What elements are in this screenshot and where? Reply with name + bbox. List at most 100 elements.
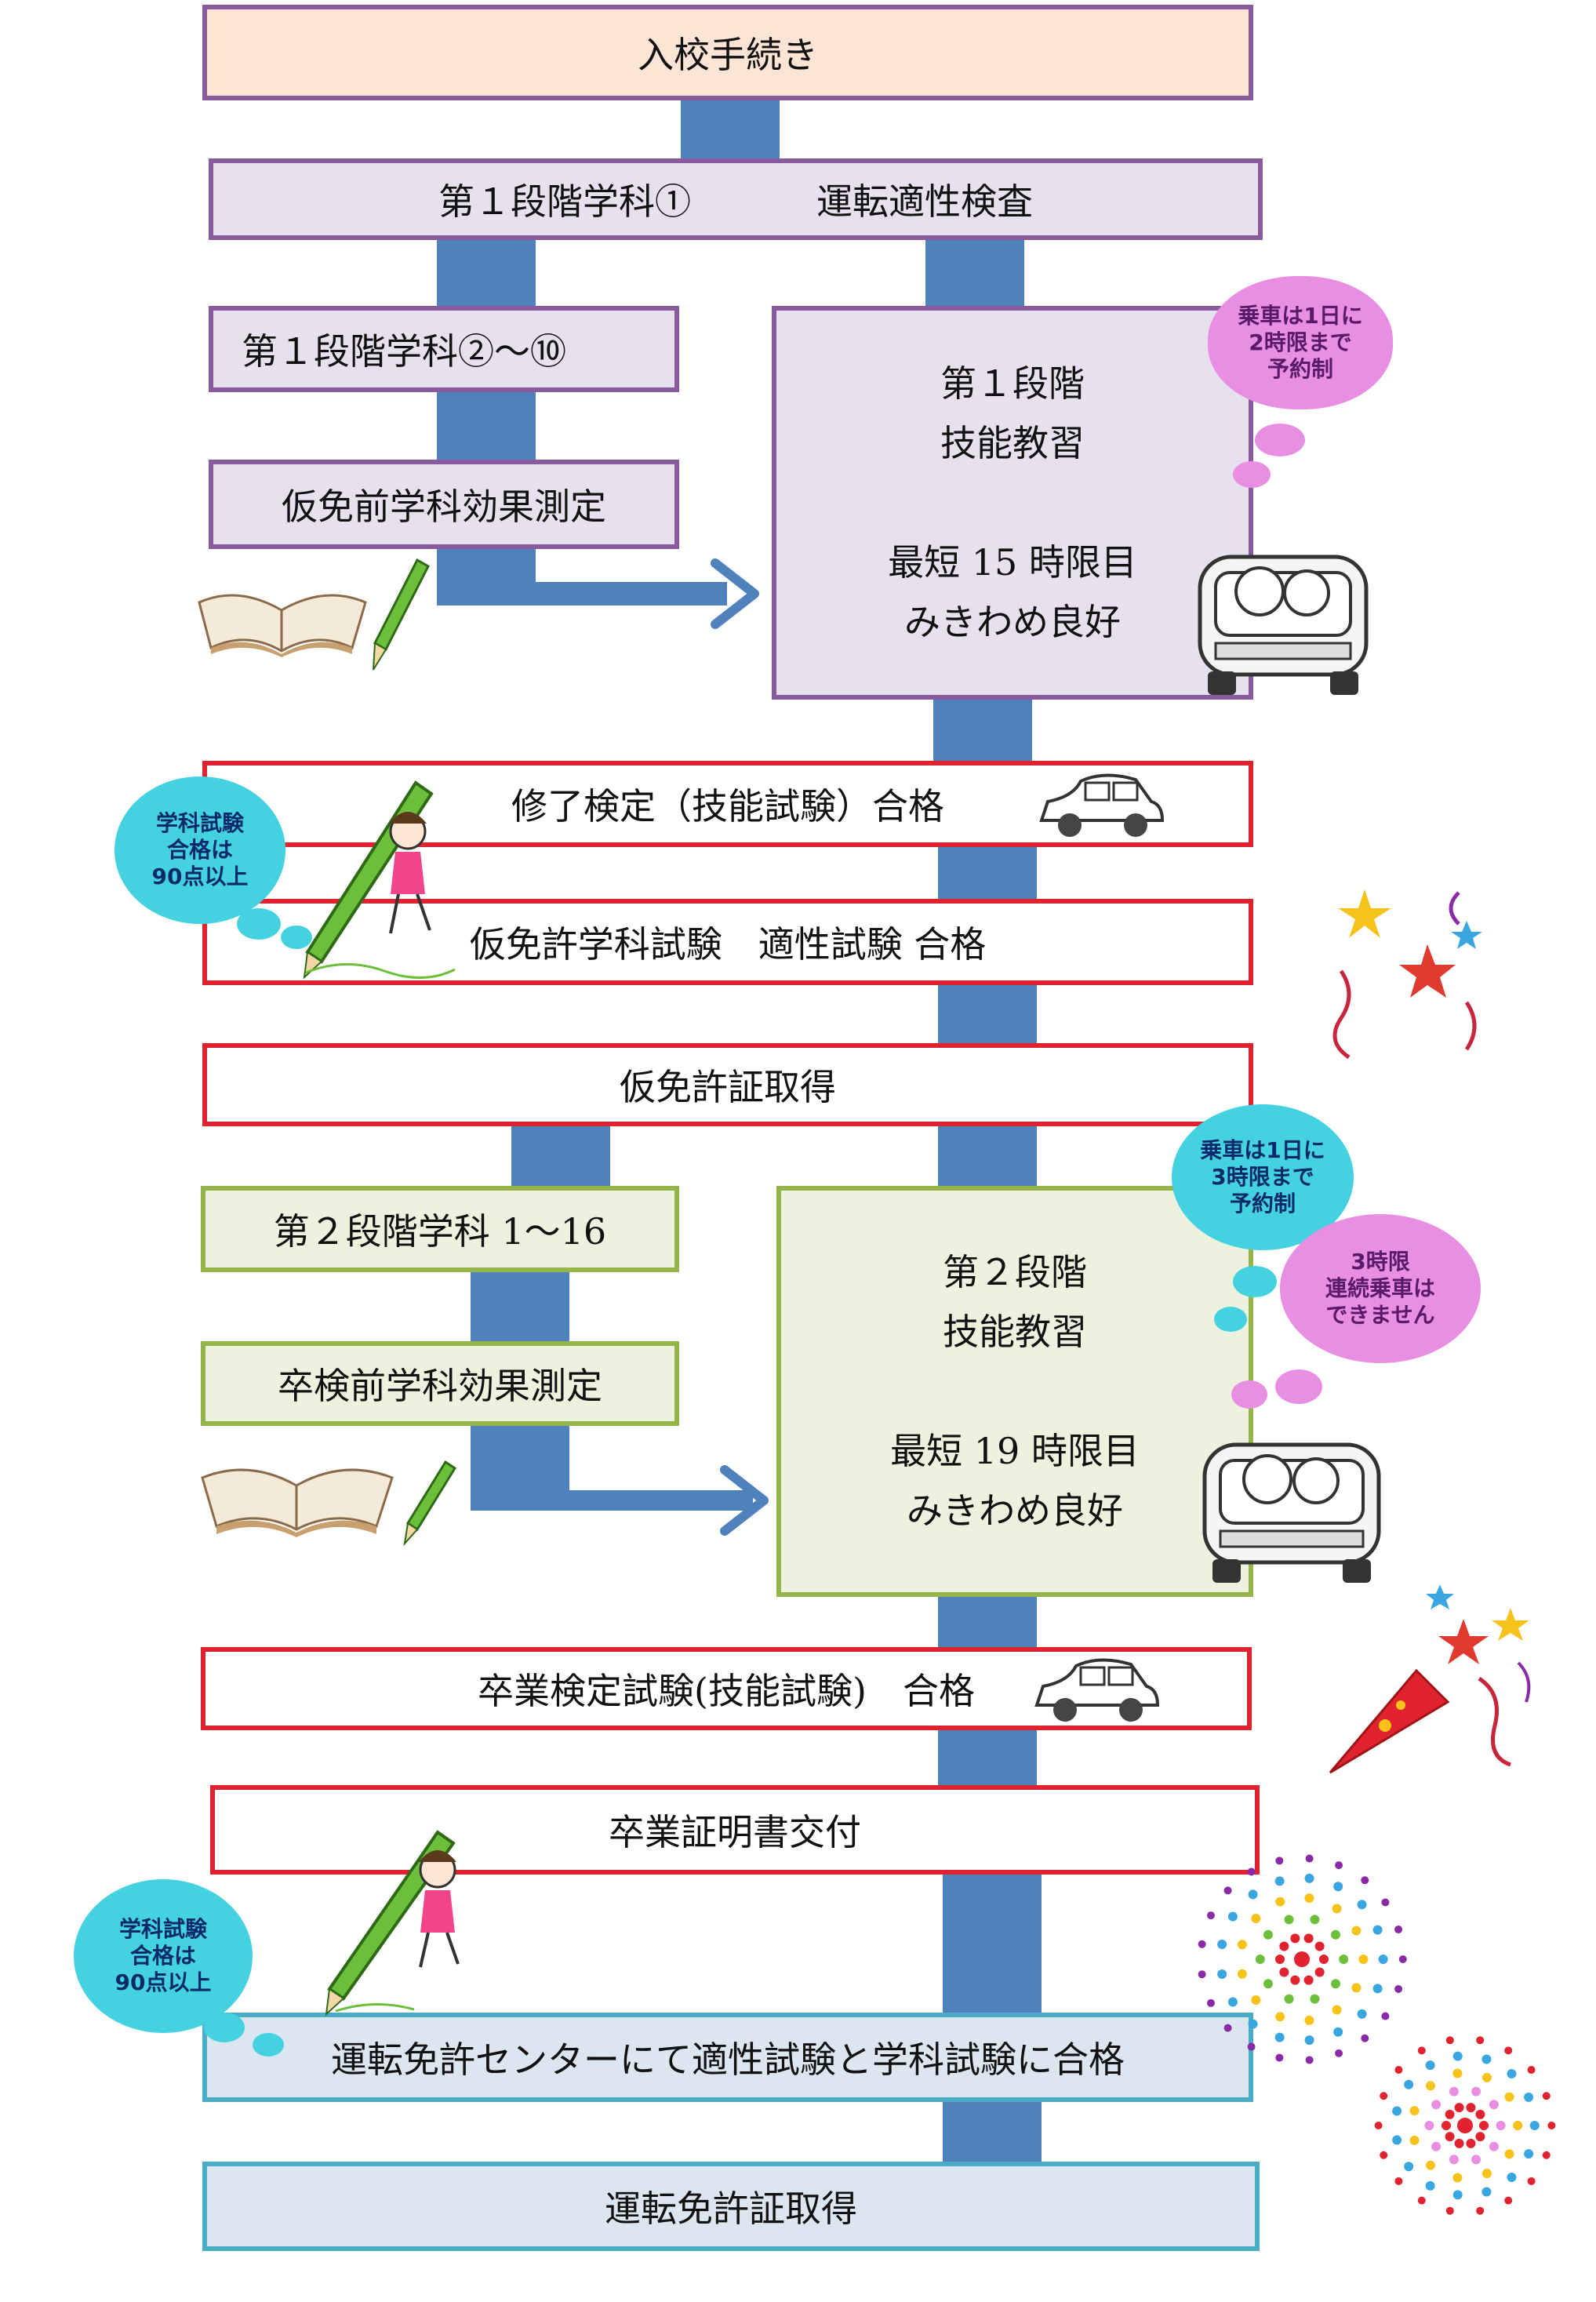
- stage2-min-hours: 最短 19 時限目: [890, 1430, 1140, 1472]
- firework-spark: [1409, 2135, 1420, 2145]
- firework-spark: [1374, 2122, 1383, 2129]
- firework-spark: [1513, 2121, 1523, 2130]
- connector: [933, 700, 1032, 761]
- firework-spark: [1361, 1876, 1369, 1885]
- firework-spark: [1431, 2100, 1441, 2110]
- step-pre-graduation-test: 卒検前学科効果測定: [201, 1341, 679, 1426]
- connector: [943, 2102, 1042, 2162]
- arrow-right-icon: [711, 558, 759, 629]
- connector: [437, 240, 536, 306]
- firework-spark: [1425, 2180, 1435, 2191]
- firework-spark: [1524, 2092, 1534, 2102]
- firework-spark: [1441, 2121, 1451, 2130]
- firework-spark: [1314, 1941, 1325, 1951]
- firework-spark: [1331, 1979, 1341, 1989]
- firework-spark: [1445, 2036, 1454, 2045]
- stage1-min-hours: 最短 15 時限目: [888, 541, 1137, 584]
- firework-spark: [1357, 2009, 1367, 2019]
- firework-spark: [1314, 1967, 1325, 1977]
- connector: [511, 1126, 610, 1186]
- firework-spark: [1223, 2024, 1232, 2032]
- firework-spark: [1481, 2054, 1492, 2064]
- firework-spark: [1304, 2035, 1314, 2046]
- firework-spark: [1284, 1915, 1294, 1925]
- firework-spark: [1479, 2121, 1489, 2130]
- firework-spark: [1507, 2172, 1517, 2182]
- firework-spark: [1404, 2079, 1414, 2089]
- girl-with-pencil-icon: [325, 1830, 460, 2017]
- firework-spark: [1310, 1915, 1320, 1925]
- firework-spark: [1275, 2053, 1284, 2062]
- firework-spark: [1381, 1898, 1390, 1907]
- firework-spark: [1471, 2086, 1481, 2097]
- firework-spark: [1475, 2132, 1485, 2142]
- party-popper-icon: [1329, 1584, 1531, 1774]
- book-icon: [201, 1468, 394, 1537]
- firework-spark: [1255, 1955, 1265, 1964]
- firework-spark: [1542, 2151, 1551, 2159]
- firework-spark: [1547, 2122, 1556, 2129]
- bubble-dot: [1255, 424, 1305, 456]
- firework-spark: [1504, 2046, 1513, 2055]
- firework-spark: [1476, 2036, 1485, 2045]
- firework-spark: [1263, 1929, 1273, 1940]
- firework-spark: [1304, 1873, 1314, 1883]
- firework-spark: [1394, 2066, 1403, 2075]
- firework-spark: [1381, 2012, 1390, 2020]
- firework-spark: [1504, 2196, 1513, 2205]
- arrow-right-icon: [720, 1465, 769, 1536]
- firework-spark: [1361, 2034, 1369, 2042]
- connector: [437, 582, 727, 606]
- firework-spark: [1237, 1969, 1247, 1979]
- firework-spark: [1417, 2046, 1426, 2055]
- firework-spark: [1303, 1975, 1314, 1985]
- firework-spark: [1504, 2092, 1514, 2102]
- firework-spark: [1425, 2060, 1435, 2071]
- firework-spark: [1263, 1979, 1273, 1989]
- firework-spark: [1394, 1926, 1403, 1934]
- bubble-dot: [281, 926, 312, 949]
- step-pre-permit-test: 仮免前学科効果測定: [209, 460, 679, 549]
- firework-spark: [1466, 2103, 1476, 2113]
- firework-spark: [1452, 2173, 1463, 2183]
- firework-spark: [1335, 1861, 1343, 1870]
- firework-spark: [1237, 1940, 1247, 1950]
- stage2-subtitle: 技能教習: [943, 1311, 1087, 1353]
- firework-spark: [1305, 1854, 1314, 1863]
- firework-spark: [1279, 1941, 1289, 1951]
- consecutive-limit-bubble: 3時限連続乗車はできません: [1280, 1214, 1481, 1363]
- firework-spark: [1351, 1983, 1362, 1993]
- firework-spark: [1481, 2072, 1492, 2082]
- firework-spark: [1425, 2160, 1435, 2170]
- firework-spark: [1247, 1867, 1256, 1876]
- bubble-dot: [1214, 1307, 1247, 1332]
- firework-spark: [1304, 2015, 1314, 2025]
- firework-spark: [1333, 1882, 1343, 1892]
- firework-spark: [1284, 1994, 1294, 2004]
- firework-spark: [1394, 2177, 1403, 2185]
- firework-spark: [1247, 2042, 1256, 2051]
- firework-spark: [1223, 1886, 1232, 1895]
- firework-spark: [1198, 1970, 1206, 1979]
- firework-spark: [1424, 2121, 1434, 2130]
- firework-spark: [1303, 1933, 1314, 1944]
- firework-spark: [1529, 2121, 1540, 2130]
- firework-spark: [1445, 2132, 1455, 2142]
- firework-spark: [1304, 1893, 1314, 1904]
- firework-spark: [1339, 1955, 1349, 1964]
- firework-spark: [1452, 2190, 1463, 2200]
- firework-spark: [1452, 2068, 1463, 2078]
- firework-spark: [1275, 1897, 1285, 1907]
- book-icon: [198, 594, 367, 657]
- bubble-dot: [204, 2013, 245, 2042]
- connector: [938, 985, 1037, 1043]
- firework-spark: [1504, 2149, 1514, 2159]
- firework-spark: [1380, 2092, 1388, 2100]
- connector: [938, 847, 1037, 899]
- firework-core: [1294, 1951, 1310, 1967]
- firework-spark: [1475, 2109, 1485, 2119]
- firework-spark: [1409, 2106, 1420, 2116]
